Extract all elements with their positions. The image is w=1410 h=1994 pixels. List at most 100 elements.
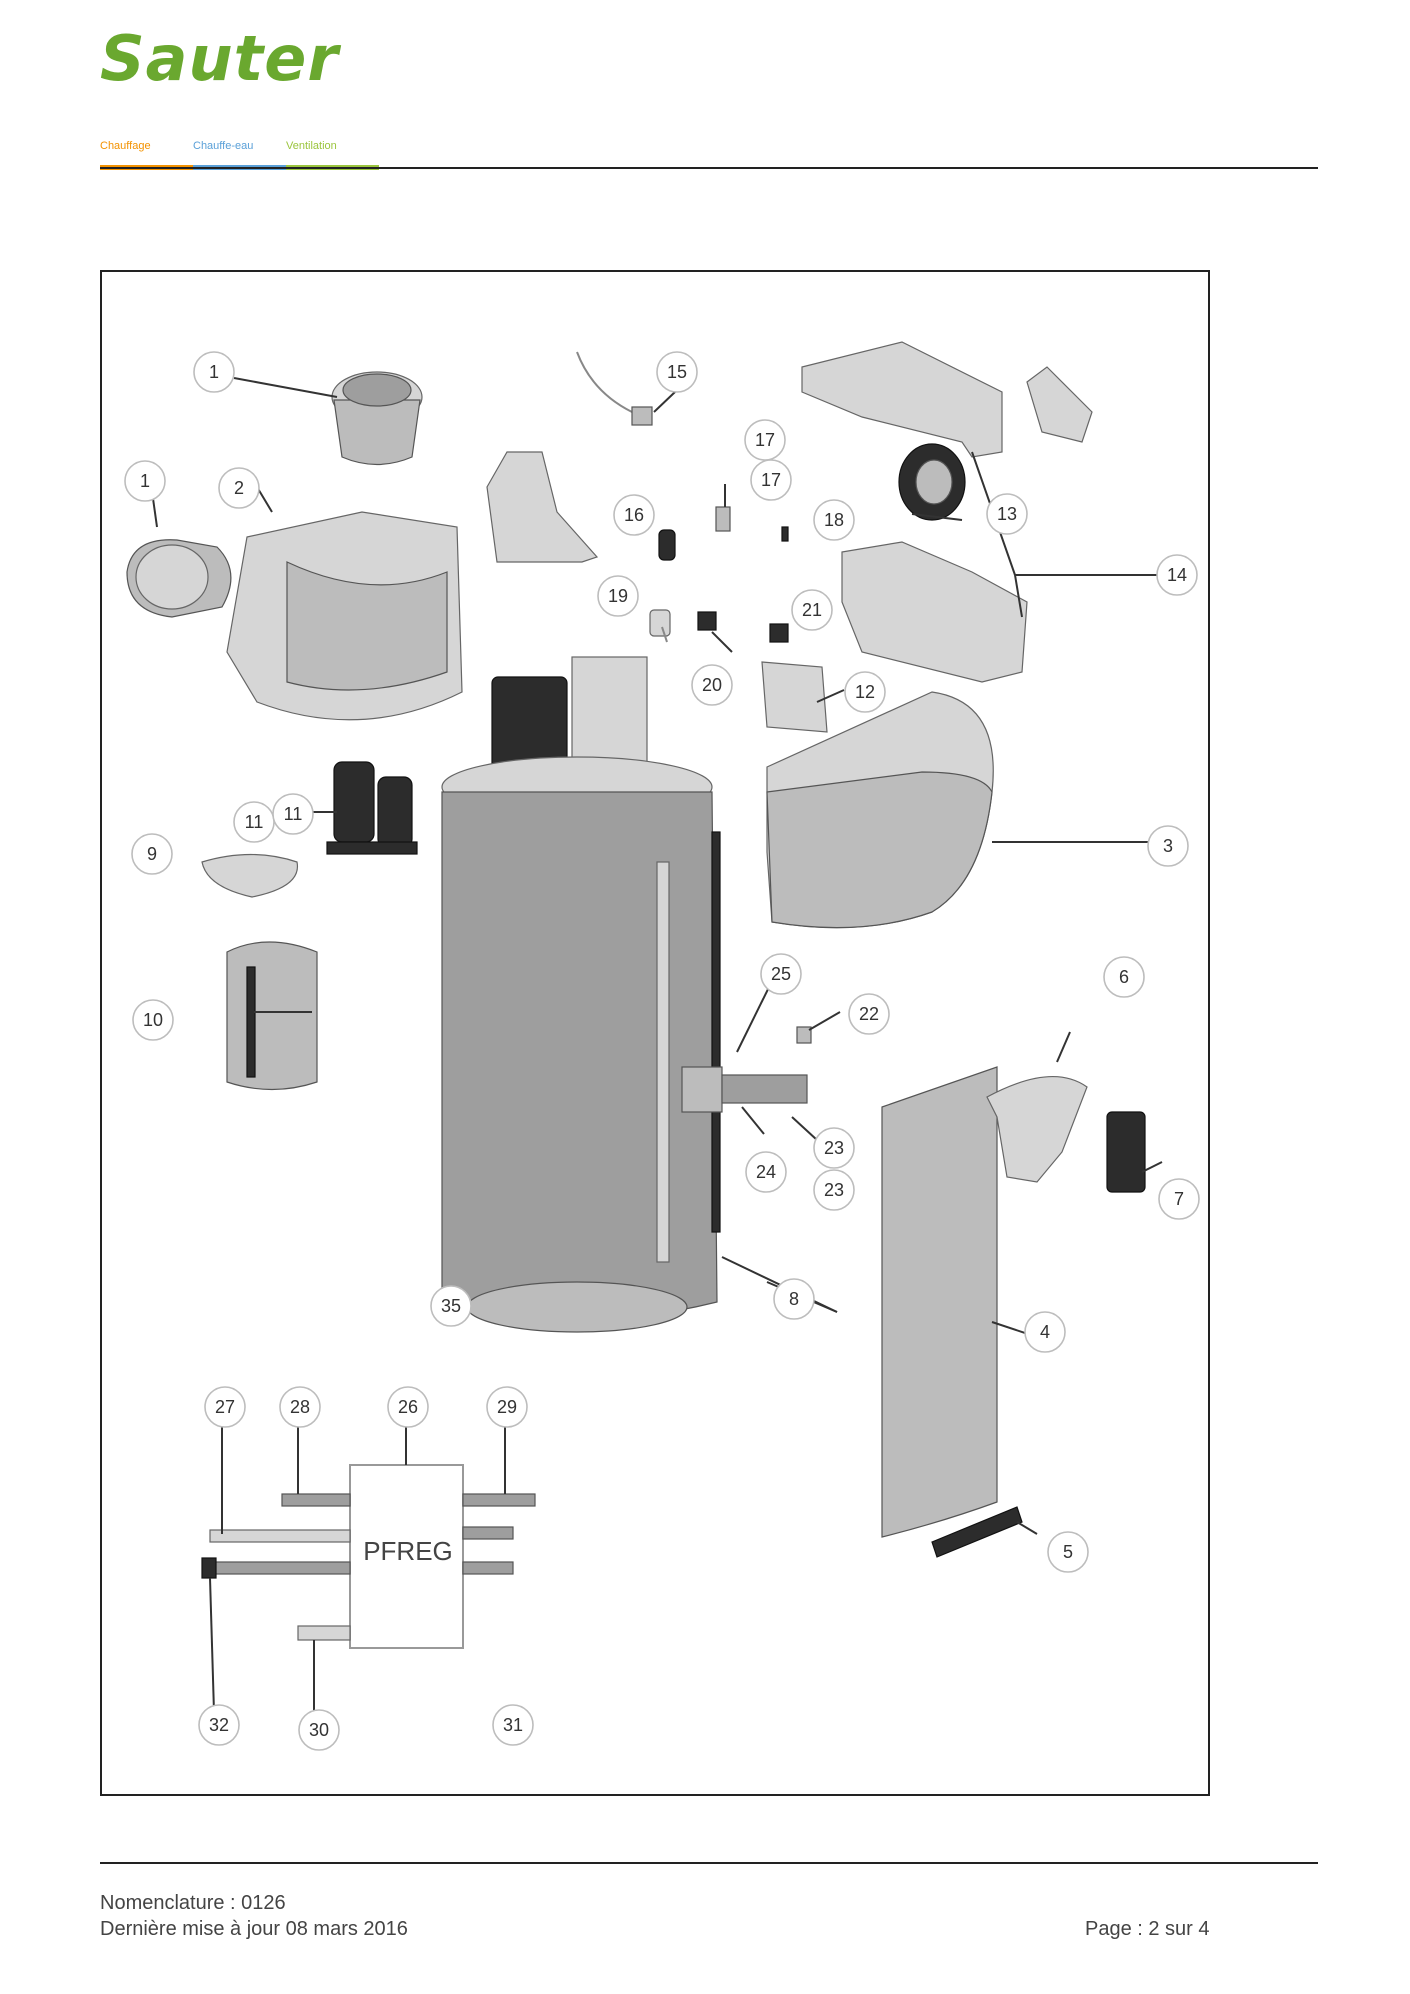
- callout-9: 9: [131, 833, 173, 875]
- svg-text:28: 28: [290, 1397, 310, 1417]
- footer-divider: [100, 1862, 1318, 1864]
- svg-text:8: 8: [789, 1289, 799, 1309]
- callout-32: 32: [198, 1704, 240, 1746]
- callout-17a: 17: [744, 419, 786, 461]
- part-display: [1106, 1111, 1146, 1193]
- callout-12: 12: [844, 671, 886, 713]
- svg-text:23: 23: [824, 1138, 844, 1158]
- part-top-cover: [766, 691, 994, 929]
- svg-text:14: 14: [1167, 565, 1187, 585]
- callout-28: 28: [279, 1386, 321, 1428]
- footer-last-updated: Dernière mise à jour 08 mars 2016: [100, 1918, 408, 1940]
- svg-text:10: 10: [143, 1010, 163, 1030]
- part-heating-element: [681, 1066, 808, 1113]
- part-upper-housing: [226, 511, 463, 721]
- part-fan-shroud: [801, 341, 1003, 458]
- callout-14: 14: [1156, 554, 1198, 596]
- part-relay-21: [769, 623, 789, 643]
- svg-text:11: 11: [284, 804, 303, 824]
- svg-text:21: 21: [802, 600, 822, 620]
- svg-text:1: 1: [140, 471, 150, 491]
- part-compressor: [326, 761, 418, 855]
- callout-24: 24: [745, 1151, 787, 1193]
- part-fan-motor: [898, 443, 966, 521]
- svg-text:20: 20: [702, 675, 722, 695]
- callout-18: 18: [813, 499, 855, 541]
- svg-text:18: 18: [824, 510, 844, 530]
- svg-text:23: 23: [824, 1180, 844, 1200]
- callout-8: 8: [773, 1278, 815, 1320]
- callout-31: 31: [492, 1704, 534, 1746]
- svg-text:25: 25: [771, 964, 791, 984]
- svg-text:3: 3: [1163, 836, 1173, 856]
- part-relay-20: [697, 611, 717, 631]
- svg-text:27: 27: [215, 1397, 235, 1417]
- part-connector: [796, 1026, 812, 1044]
- part-capacitor: [649, 609, 671, 637]
- header-divider: [100, 167, 1318, 169]
- part-plate: [201, 853, 299, 898]
- part-valve: [715, 506, 731, 532]
- callout-17b: 17: [750, 459, 792, 501]
- callout-25: 25: [760, 953, 802, 995]
- pfreg-board: [349, 1464, 464, 1649]
- callout-2: 2: [218, 467, 260, 509]
- svg-text:30: 30: [309, 1720, 329, 1740]
- svg-text:15: 15: [667, 362, 687, 382]
- part-panel-trim: [931, 1506, 1023, 1558]
- part-duct-ring: [126, 539, 232, 618]
- svg-text:26: 26: [398, 1397, 418, 1417]
- callout-20: 20: [691, 664, 733, 706]
- callout-30: 30: [298, 1709, 340, 1751]
- svg-text:7: 7: [1174, 1189, 1184, 1209]
- svg-text:5: 5: [1063, 1542, 1073, 1562]
- callout-11b: 11: [272, 793, 314, 835]
- category-label: Ventilation: [286, 140, 337, 152]
- callout-3: 3: [1147, 825, 1189, 867]
- category-chauffe-eau: Chauffe-eau: [193, 140, 286, 170]
- part-strip: [711, 831, 721, 1233]
- callout-22: 22: [848, 993, 890, 1035]
- callout-6: 6: [1103, 956, 1145, 998]
- svg-text:6: 6: [1119, 967, 1129, 987]
- part-front-panel: [881, 1066, 998, 1538]
- exploded-view-svg: PFREG: [124, 341, 1200, 1751]
- callout-21: 21: [791, 589, 833, 631]
- part-fan-base: [841, 541, 1028, 683]
- callout-19: 19: [597, 575, 639, 617]
- part-16: [658, 529, 676, 561]
- svg-text:35: 35: [441, 1296, 461, 1316]
- callout-13: 13: [986, 493, 1028, 535]
- part-fan-grille-top: [331, 371, 423, 466]
- svg-text:19: 19: [608, 586, 628, 606]
- callout-35: 35: [430, 1285, 472, 1327]
- callout-23b: 23: [813, 1169, 855, 1211]
- svg-text:22: 22: [859, 1004, 879, 1024]
- svg-text:4: 4: [1040, 1322, 1050, 1342]
- category-label: Chauffage: [100, 140, 151, 152]
- pfreg-label: PFREG: [363, 1536, 453, 1566]
- category-chauffage: Chauffage: [100, 140, 193, 170]
- callout-4: 4: [1024, 1311, 1066, 1353]
- part-sleeve: [226, 941, 318, 1091]
- callout-23a: 23: [813, 1127, 855, 1169]
- svg-text:12: 12: [855, 682, 875, 702]
- part-18: [781, 526, 789, 542]
- svg-text:16: 16: [624, 505, 644, 525]
- category-ventilation: Ventilation: [286, 140, 379, 170]
- callout-16: 16: [613, 494, 655, 536]
- svg-text:9: 9: [147, 844, 157, 864]
- part-pcb: [761, 661, 828, 733]
- callout-26: 26: [387, 1386, 429, 1428]
- exploded-view-diagram: PFREG: [100, 270, 1210, 1796]
- svg-text:31: 31: [503, 1715, 523, 1735]
- svg-text:17: 17: [761, 470, 781, 490]
- svg-text:2: 2: [234, 478, 244, 498]
- part-tank: [441, 756, 718, 1333]
- svg-text:17: 17: [755, 430, 775, 450]
- callout-1b: 1: [124, 460, 166, 502]
- callout-7: 7: [1158, 1178, 1200, 1220]
- callout-11a: 11: [233, 801, 275, 843]
- svg-text:29: 29: [497, 1397, 517, 1417]
- part-sensor: [576, 351, 653, 426]
